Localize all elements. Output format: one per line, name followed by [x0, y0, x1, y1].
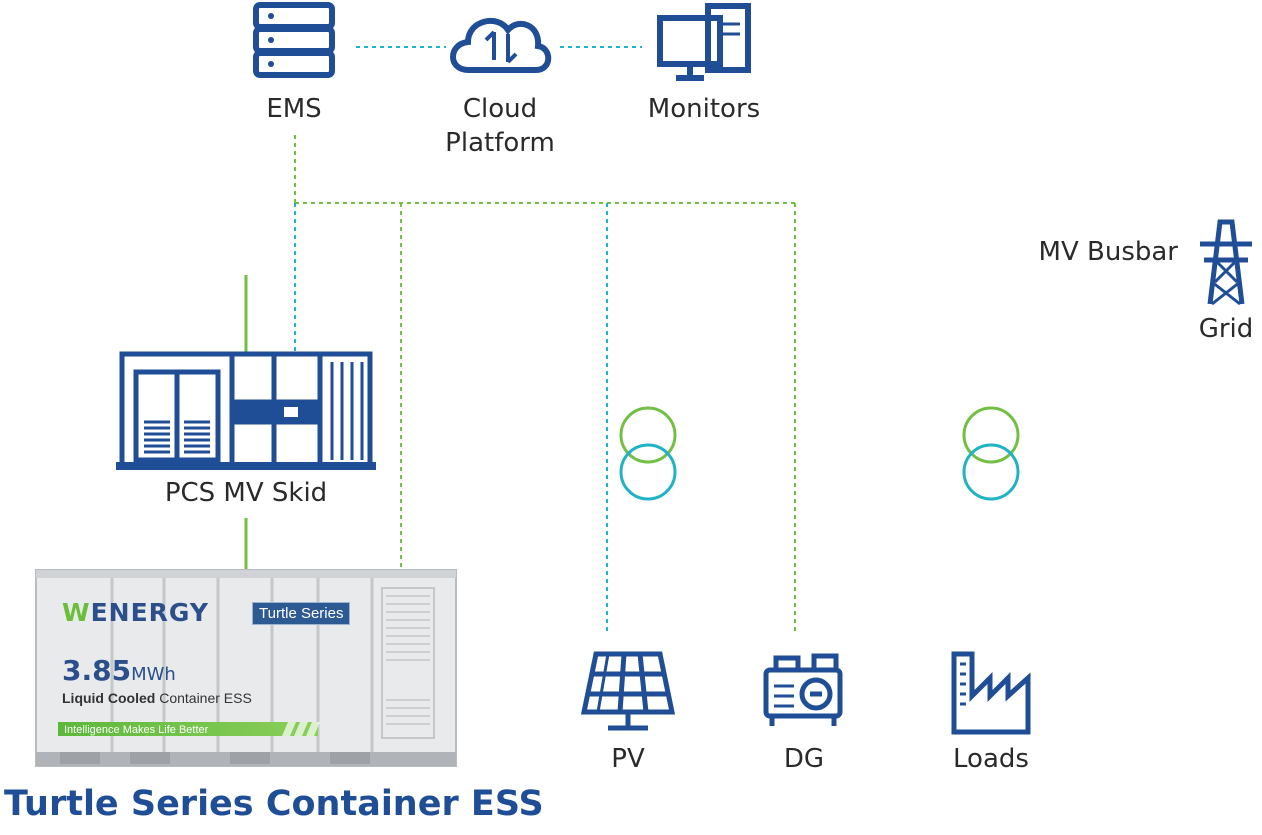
- grid-tower-icon: [1200, 219, 1252, 306]
- pv-transformer-icon: [619, 406, 677, 501]
- cloud-platform-icon: [450, 18, 552, 73]
- pv-label: PV: [611, 744, 645, 774]
- loads-factory-icon: [951, 651, 1031, 735]
- capacity-unit: MWh: [131, 664, 176, 685]
- container-subtitle: Liquid Cooled Container ESS: [62, 690, 252, 706]
- grid-label: Grid: [1198, 314, 1254, 344]
- container-capacity: 3.85MWh: [62, 654, 176, 687]
- cloud-platform-label: Cloud Platform: [445, 94, 555, 158]
- diagram-caption: Turtle Series Container ESS: [4, 784, 544, 824]
- ems-label: EMS: [266, 94, 322, 124]
- container-ess-image: [35, 569, 457, 767]
- loads-label: Loads: [953, 744, 1029, 774]
- dg-generator-icon: [763, 653, 843, 726]
- container-brand-logo: WENERGY: [62, 598, 209, 627]
- monitors-icon: [657, 3, 751, 81]
- container-slogan: Intelligence Makes Life Better: [64, 724, 209, 736]
- ems-server-icon: [253, 2, 335, 78]
- loads-transformer-icon: [962, 406, 1020, 501]
- brand-w-mark: W: [62, 598, 91, 627]
- monitors-label: Monitors: [647, 94, 761, 124]
- capacity-value: 3.85: [62, 654, 132, 687]
- pcs-mv-skid-icon: [116, 351, 376, 470]
- mv-busbar-label: MV Busbar: [1038, 237, 1178, 267]
- pv-solar-panel-icon: [580, 651, 676, 731]
- brand-name: ENERGY: [90, 598, 209, 627]
- subtitle-bold: Liquid Cooled: [62, 690, 156, 706]
- subtitle-rest: Container ESS: [155, 690, 252, 706]
- dg-label: DG: [783, 744, 825, 774]
- pcs-mv-skid-label: PCS MV Skid: [164, 478, 328, 508]
- container-series-badge: Turtle Series: [252, 602, 351, 625]
